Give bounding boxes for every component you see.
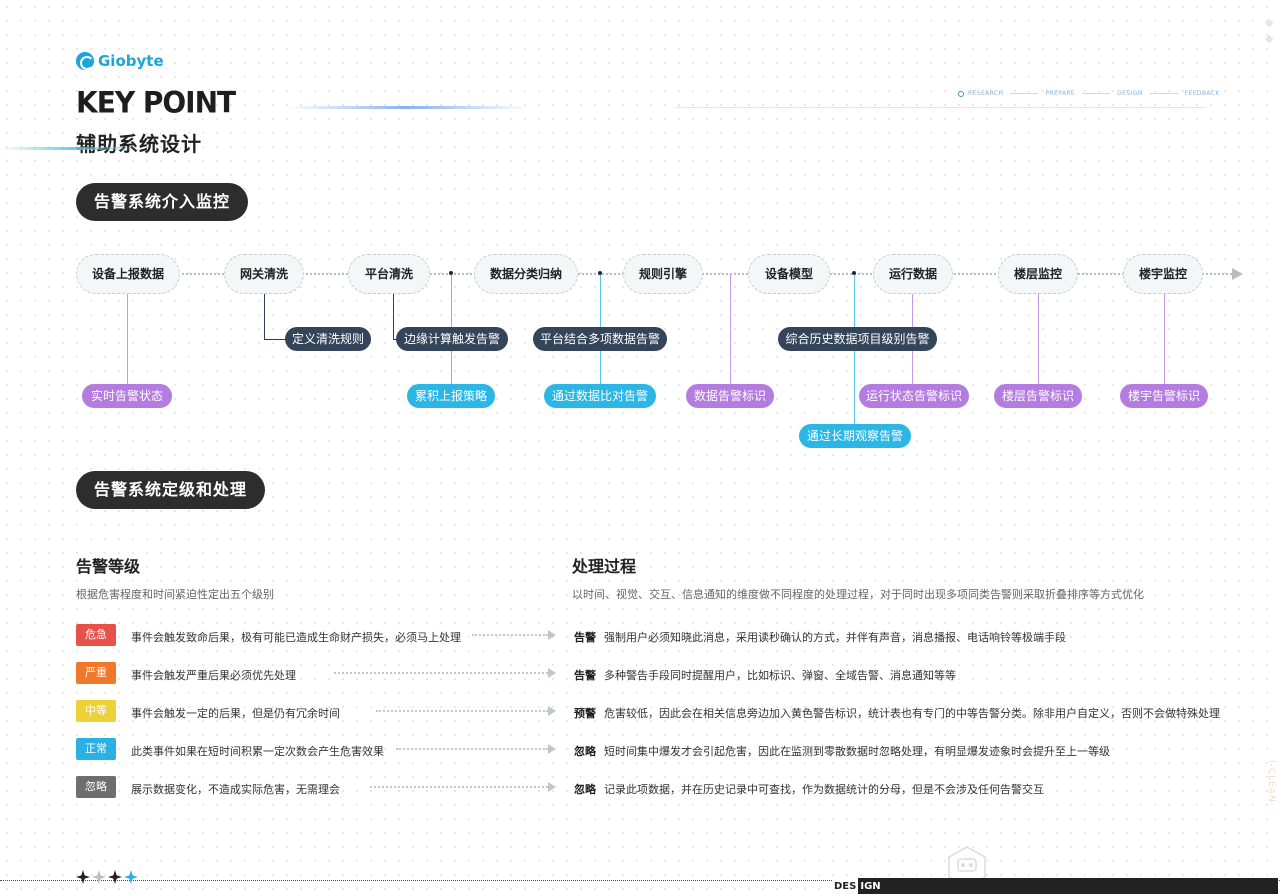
level-text-ignore: 展示数据变化，不造成实际危害，无需理会	[131, 783, 340, 796]
section-title-grading: 告警系统定级和处理	[76, 471, 266, 509]
footer-dotted-line	[0, 880, 1280, 881]
level-arrow-line	[370, 786, 548, 788]
arrow-right-icon	[548, 630, 556, 640]
step-separator	[1082, 93, 1111, 94]
level-badge-medium: 中等	[76, 700, 116, 722]
header-glow-line	[285, 106, 530, 109]
arrow-right-icon	[548, 782, 556, 792]
levels-title: 告警等级	[76, 557, 141, 576]
label-runtime-alert-mark: 运行状态告警标识	[859, 384, 969, 408]
label-data-alert-mark: 数据告警标识	[686, 384, 774, 408]
level-arrow-line	[472, 634, 548, 636]
side-watermark: I-CLEAN	[1266, 760, 1276, 803]
step-separator	[1010, 93, 1039, 94]
connector-line	[730, 274, 731, 384]
process-text-severe: 多种警告手段同时提醒用户，比如标识、弹窗、全域告警、消息通知等等	[604, 669, 956, 682]
process-text-medium: 危害较低，因此会在相关信息旁边加入黄色警告标识，统计表也有专门的中等告警分类。除…	[604, 707, 1220, 720]
label-data-compare-alert: 通过数据比对告警	[544, 384, 656, 408]
process-text-normal: 短时间集中爆发才会引起危害，因此在监测到零散数据时忽略处理，有明显爆发迹象时会提…	[604, 745, 1110, 758]
brand-logo: Giobyte	[76, 52, 164, 70]
label-edge-compute-alert: 边缘计算触发告警	[396, 327, 508, 351]
level-badge-severe: 严重	[76, 662, 116, 684]
star-icon	[108, 870, 122, 884]
connector-line	[264, 290, 265, 340]
level-badge-critical: 危急	[76, 624, 116, 646]
star-icon	[92, 870, 106, 884]
label-define-clean-rules: 定义清洗规则	[285, 327, 371, 351]
brand-mark-icon	[76, 52, 94, 70]
process-name-severe: 告警	[574, 669, 596, 682]
connector-line	[127, 294, 128, 384]
step-research: RESEARCH	[968, 90, 1004, 97]
label-long-observe-alert: 通过长期观察告警	[799, 424, 911, 448]
step-separator	[1149, 93, 1178, 94]
page-title-en: KEY POINT	[76, 85, 236, 120]
level-text-severe: 事件会触发严重后果必须优先处理	[131, 669, 296, 682]
corner-decoration	[1264, 18, 1274, 44]
flow-arrow-head-icon	[1232, 268, 1243, 280]
flow-node-gateway-clean: 网关清洗	[224, 254, 304, 294]
levels-desc: 根据危害程度和时间紧迫性定出五个级别	[76, 588, 274, 601]
process-title: 处理过程	[572, 557, 637, 576]
process-text-critical: 强制用户必须知晓此消息，采用读秒确认的方式，并伴有声音，消息播报、电话响铃等极端…	[604, 631, 1066, 644]
star-icon	[124, 870, 138, 884]
star-icon	[76, 870, 90, 884]
arrow-right-icon	[548, 668, 556, 678]
header-glow-line-left	[0, 147, 145, 150]
connector-line	[393, 290, 394, 340]
process-text-ignore: 记录此项数据，并在历史记录中可查找，作为数据统计的分母，但是不会涉及任何告警交互	[604, 783, 1044, 796]
level-arrow-line	[376, 710, 548, 712]
brand-name: Giobyte	[98, 52, 164, 70]
section-title-monitoring: 告警系统介入监控	[76, 183, 249, 221]
step-feedback: FEEDBACK	[1184, 90, 1220, 97]
connector-pin	[598, 271, 602, 275]
connector-line	[264, 339, 286, 340]
connector-line	[1164, 294, 1165, 384]
arrow-right-icon	[548, 744, 556, 754]
level-text-medium: 事件会触发一定的后果，但是仍有冗余时间	[131, 707, 340, 720]
design-tag-left: DES	[832, 878, 859, 894]
flow-node-platform-clean: 平台清洗	[348, 254, 430, 294]
flow-node-building-monitor: 楼宇监控	[1123, 254, 1203, 294]
progress-steps: RESEARCH PREPARE DESIGN FEEDBACK	[958, 90, 1220, 97]
design-tag: DES IGN	[832, 878, 1279, 894]
header-divider	[676, 107, 1206, 108]
label-realtime-alert-status: 实时告警状态	[82, 384, 172, 408]
level-arrow-line	[334, 672, 548, 674]
connector-pin	[852, 271, 856, 275]
process-name-critical: 告警	[574, 631, 596, 644]
process-desc: 以时间、视觉、交互、信息通知的维度做不同程度的处理过程，对于同时出现多项同类告警…	[572, 588, 1144, 601]
label-platform-multi-alert: 平台结合多项数据告警	[533, 327, 667, 351]
label-history-project-alert: 综合历史数据项目级别告警	[778, 327, 937, 351]
arrow-right-icon	[548, 706, 556, 716]
page-title-cn: 辅助系统设计	[76, 132, 202, 156]
flow-node-rule-engine: 规则引擎	[623, 254, 703, 294]
label-floor-alert-mark: 楼层告警标识	[994, 384, 1082, 408]
process-name-medium: 预警	[574, 707, 596, 720]
connector-line	[393, 339, 397, 340]
flow-main-line	[178, 273, 1232, 275]
process-name-normal: 忽略	[574, 745, 596, 758]
design-tag-right: IGN	[858, 878, 1279, 894]
current-step-icon	[958, 90, 964, 97]
label-building-alert-mark: 楼宇告警标识	[1120, 384, 1208, 408]
connector-line	[1038, 294, 1039, 384]
step-prepare: PREPARE	[1045, 90, 1076, 97]
process-name-ignore: 忽略	[574, 783, 596, 796]
step-design: DESIGN	[1117, 90, 1143, 97]
flow-node-data-classify: 数据分类归纳	[474, 254, 578, 294]
flow-node-floor-monitor: 楼层监控	[998, 254, 1078, 294]
flow-node-device-report: 设备上报数据	[76, 254, 180, 294]
level-text-normal: 此类事件如果在短时间积累一定次数会产生危害效果	[131, 745, 384, 758]
level-badge-ignore: 忽略	[76, 776, 116, 798]
connector-pin	[449, 271, 453, 275]
flow-node-device-model: 设备模型	[748, 254, 830, 294]
footer-stars	[76, 870, 138, 884]
level-text-critical: 事件会触发致命后果，极有可能已造成生命财产损失，必须马上处理	[131, 631, 461, 644]
label-accumulate-report: 累积上报策略	[407, 384, 495, 408]
level-arrow-line	[396, 748, 548, 750]
level-badge-normal: 正常	[76, 738, 116, 760]
flow-node-runtime-data: 运行数据	[873, 254, 953, 294]
